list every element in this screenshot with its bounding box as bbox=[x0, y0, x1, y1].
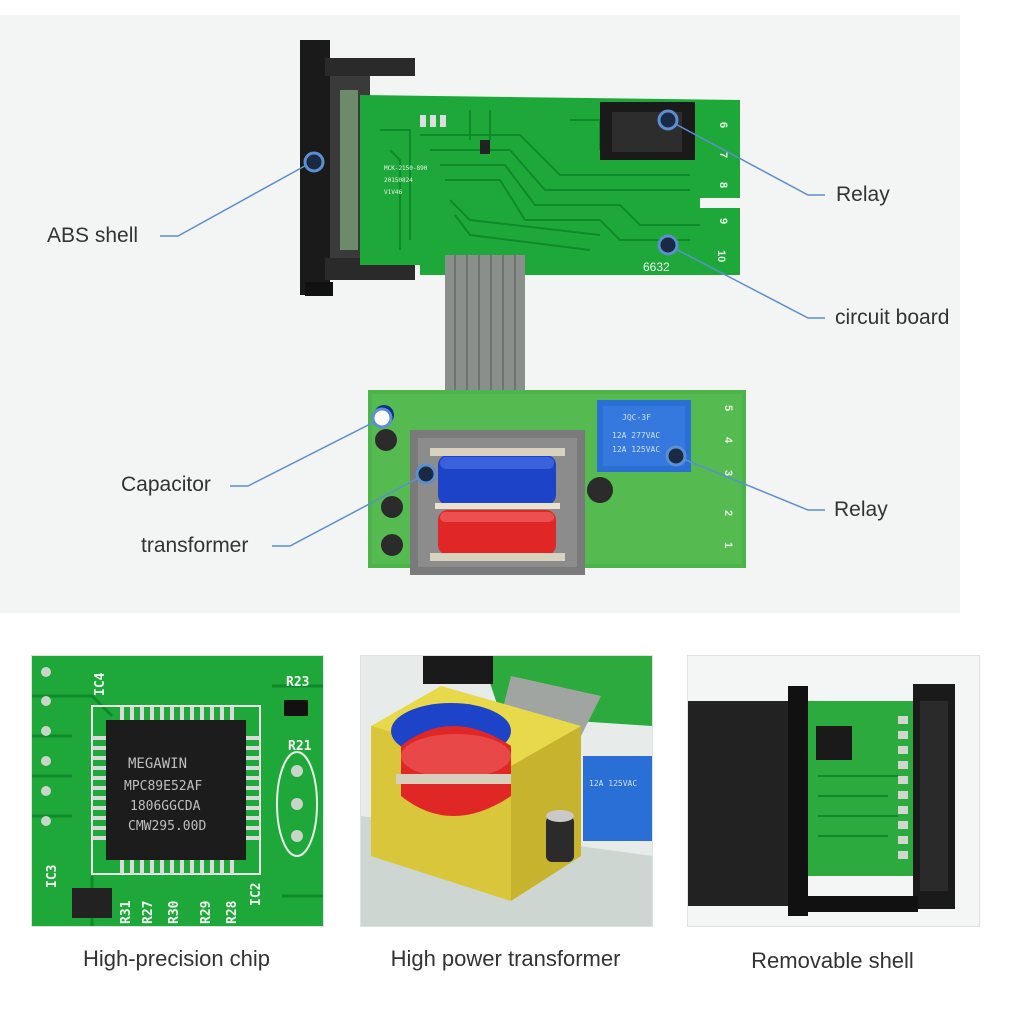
svg-text:20150824: 20150824 bbox=[384, 177, 413, 184]
svg-text:12A 125VAC: 12A 125VAC bbox=[589, 779, 637, 788]
svg-text:V1V46: V1V46 bbox=[384, 189, 402, 196]
callout-lines bbox=[160, 119, 825, 547]
terminal-9: 9 bbox=[717, 218, 729, 224]
r27-label: R27 bbox=[141, 901, 156, 924]
chip-code-marking: CMW295.00D bbox=[128, 819, 206, 834]
svg-text:MCK-2150-890: MCK-2150-890 bbox=[384, 165, 428, 172]
terminal-6: 6 bbox=[717, 122, 729, 128]
relay-model-marking: JQC-3F bbox=[622, 413, 651, 422]
r29-label: R29 bbox=[199, 901, 214, 924]
caption-transformer: High power transformer bbox=[390, 946, 621, 971]
ic4-label: IC4 bbox=[93, 672, 108, 696]
detail-photo-shell bbox=[687, 655, 980, 927]
terminal-2: 2 bbox=[722, 510, 734, 516]
ic3-label: IC3 bbox=[45, 865, 60, 888]
chip-brand-marking: MEGAWIN bbox=[128, 756, 187, 772]
callout-transformer: transformer bbox=[141, 534, 249, 557]
svg-text:12A 277VAC: 12A 277VAC bbox=[612, 431, 660, 440]
callout-capacitor: Capacitor bbox=[121, 473, 211, 496]
chip-lot-marking: 1806GGCDA bbox=[130, 799, 201, 814]
svg-text:12A 125VAC: 12A 125VAC bbox=[612, 445, 660, 454]
r30-label: R30 bbox=[167, 900, 182, 924]
top-circuit-board-graphic: MCK-2150-890 20150824 V1V46 bbox=[360, 95, 742, 275]
product-illustration: MCK-2150-890 20150824 V1V46 bbox=[0, 15, 960, 613]
terminal-5: 5 bbox=[722, 405, 734, 411]
r31-label: R31 bbox=[119, 900, 134, 924]
terminal-numbers: 6 7 8 9 10 5 4 3 2 1 bbox=[715, 122, 734, 548]
callout-relay-bottom: Relay bbox=[834, 498, 888, 521]
caption-chip: High-precision chip bbox=[82, 946, 271, 971]
callout-relay-top: Relay bbox=[836, 183, 890, 206]
board-number-marking: 6632 bbox=[643, 260, 670, 274]
terminal-7: 7 bbox=[717, 152, 729, 158]
terminal-4: 4 bbox=[722, 437, 734, 444]
transformer-closeup-graphic: 12A 125VAC bbox=[361, 656, 652, 926]
terminal-10: 10 bbox=[715, 250, 727, 262]
r21-label: R21 bbox=[288, 739, 312, 754]
chip-model-marking: MPC89E52AF bbox=[124, 779, 202, 794]
detail-photo-chip: MEGAWIN MPC89E52AF 1806GGCDA CMW295.00D … bbox=[31, 655, 324, 927]
detail-photo-transformer: 12A 125VAC bbox=[360, 655, 653, 927]
r23-label: R23 bbox=[286, 675, 309, 690]
terminal-8: 8 bbox=[717, 182, 729, 188]
chip-closeup-graphic: MEGAWIN MPC89E52AF 1806GGCDA CMW295.00D … bbox=[32, 656, 323, 926]
callout-markers bbox=[303, 109, 687, 485]
terminal-3: 3 bbox=[722, 470, 734, 476]
ribbon-cable-graphic bbox=[445, 255, 525, 405]
caption-shell: Removable shell bbox=[751, 948, 914, 973]
ic2-label: IC2 bbox=[249, 883, 264, 906]
terminal-1: 1 bbox=[722, 542, 734, 548]
callout-abs-shell: ABS shell bbox=[47, 224, 139, 247]
product-photo-main: MCK-2150-890 20150824 V1V46 bbox=[0, 15, 960, 613]
r28-label: R28 bbox=[225, 900, 240, 924]
callout-circuit-board: circuit board bbox=[835, 306, 950, 329]
shell-closeup-graphic bbox=[688, 656, 979, 926]
